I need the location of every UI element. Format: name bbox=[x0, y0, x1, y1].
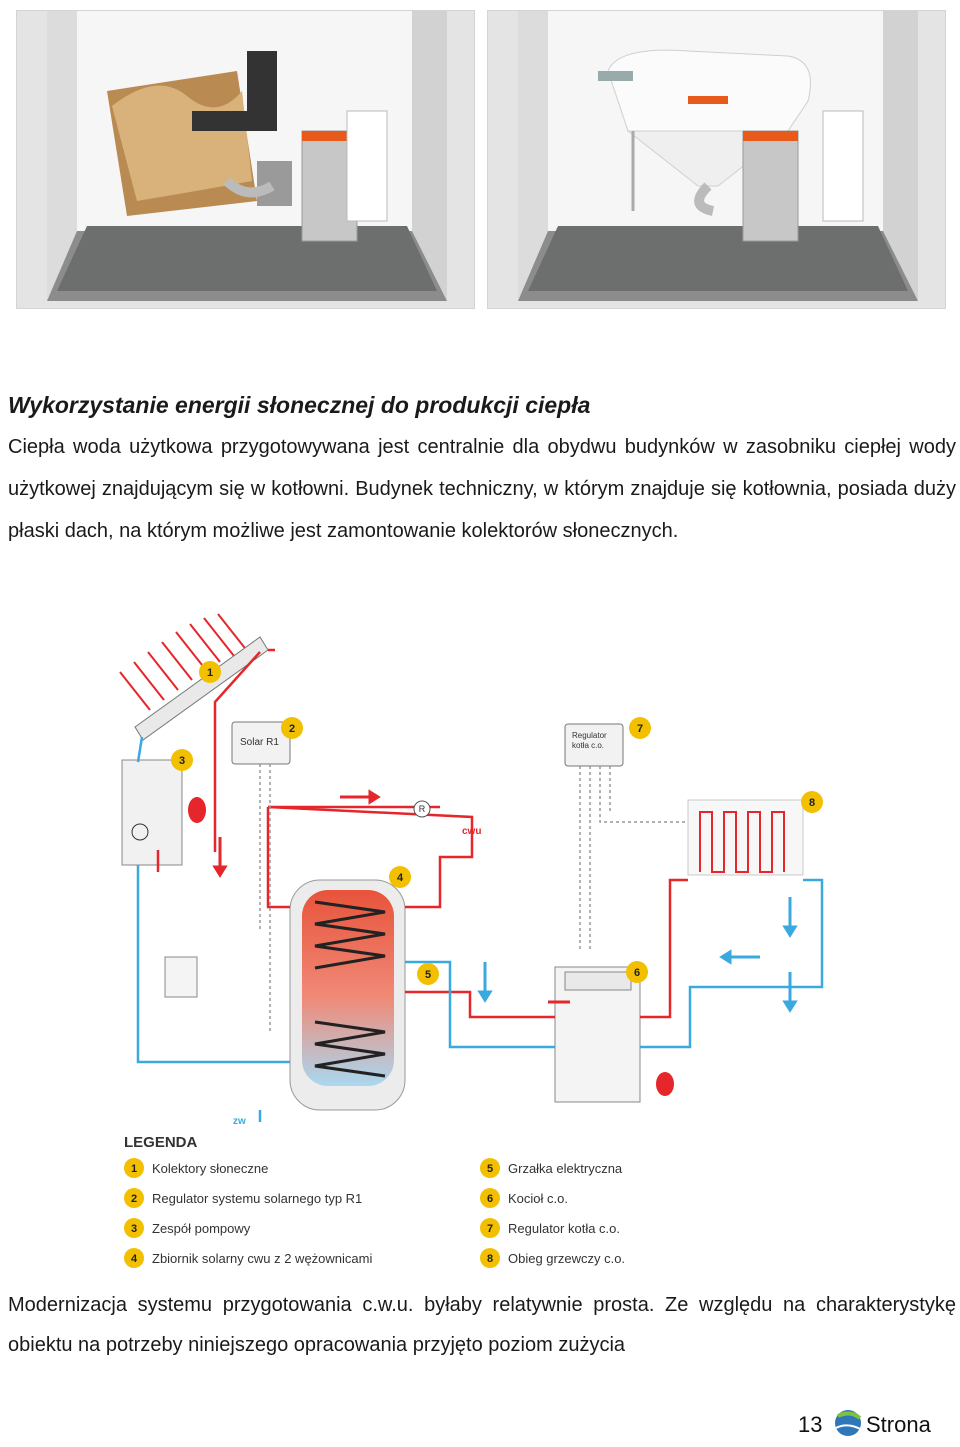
legend-label: Zespół pompowy bbox=[152, 1221, 251, 1236]
legend-badge bbox=[480, 1158, 500, 1178]
legend-label: Zbiornik solarny cwu z 2 wężownicami bbox=[152, 1251, 372, 1266]
legend-badge bbox=[124, 1248, 144, 1268]
legend-badge bbox=[480, 1218, 500, 1238]
svg-text:1: 1 bbox=[207, 667, 213, 679]
boiler-room-pellet-silo-illustration bbox=[487, 10, 946, 309]
svg-text:5: 5 bbox=[425, 969, 431, 981]
legend-label: Grzałka elektryczna bbox=[508, 1161, 623, 1176]
solar-controller-label: Solar R1 bbox=[240, 737, 279, 748]
page-footer: 13 Strona bbox=[780, 1404, 960, 1442]
brand-name: Strona bbox=[866, 1412, 932, 1437]
legend-number: 8 bbox=[487, 1253, 493, 1265]
section-heading: Wykorzystanie energii słonecznej do prod… bbox=[8, 392, 591, 418]
legend-number: 4 bbox=[131, 1253, 138, 1265]
legend-label: Regulator systemu solarnego typ R1 bbox=[152, 1191, 362, 1206]
cwu-label: cwu bbox=[462, 826, 481, 837]
legend-number: 6 bbox=[487, 1193, 493, 1205]
svg-text:6: 6 bbox=[634, 967, 640, 979]
legend-badge bbox=[124, 1188, 144, 1208]
recirculation-label: R bbox=[419, 804, 426, 814]
pump-group-box bbox=[121, 759, 183, 866]
legend: 1 Kolektory słoneczne 2 Regulator systemu s… bbox=[124, 1158, 625, 1268]
legend-label: Kolektory słoneczne bbox=[152, 1161, 268, 1176]
svg-text:3: 3 bbox=[179, 755, 185, 767]
boiler-controller-box bbox=[564, 723, 624, 767]
solar-controller-box bbox=[231, 721, 291, 765]
legend-number: 1 bbox=[131, 1163, 137, 1175]
zw-label: zw bbox=[233, 1116, 246, 1127]
svg-text:7: 7 bbox=[637, 723, 643, 735]
legend-number: 3 bbox=[131, 1223, 137, 1235]
page-number: 13 bbox=[798, 1412, 822, 1437]
boiler-controller-label-2: kotła c.o. bbox=[572, 741, 604, 750]
closing-paragraph: Modernizacja systemu przygotowania c.w.u… bbox=[8, 1294, 956, 1356]
svg-text:8: 8 bbox=[809, 797, 815, 809]
boiler-room-wood-storage-illustration bbox=[16, 10, 475, 309]
legend-badge bbox=[124, 1218, 144, 1238]
legend-number: 2 bbox=[131, 1193, 137, 1205]
legend-label: Kocioł c.o. bbox=[508, 1191, 568, 1206]
globe-icon bbox=[835, 1410, 863, 1436]
intro-paragraph: Ciepła woda użytkowa przygotowywana jest… bbox=[8, 436, 956, 542]
sun-rays-icon bbox=[119, 613, 249, 711]
boiler-controller-label-1: Regulator bbox=[572, 731, 607, 740]
legend-badge bbox=[480, 1248, 500, 1268]
legend-label: Obieg grzewczy c.o. bbox=[508, 1251, 625, 1266]
svg-text:2: 2 bbox=[289, 723, 295, 735]
solar-heating-schematic: Solar R1 Regulator kotła c.o. bbox=[110, 612, 850, 1272]
antifreeze-canister bbox=[164, 956, 198, 998]
legend-title: LEGENDA bbox=[124, 1134, 198, 1151]
svg-text:4: 4 bbox=[397, 872, 404, 884]
legend-badge bbox=[480, 1188, 500, 1208]
legend-label: Regulator kotła c.o. bbox=[508, 1221, 620, 1236]
legend-number: 7 bbox=[487, 1223, 493, 1235]
legend-badge bbox=[124, 1158, 144, 1178]
legend-number: 5 bbox=[487, 1163, 493, 1175]
